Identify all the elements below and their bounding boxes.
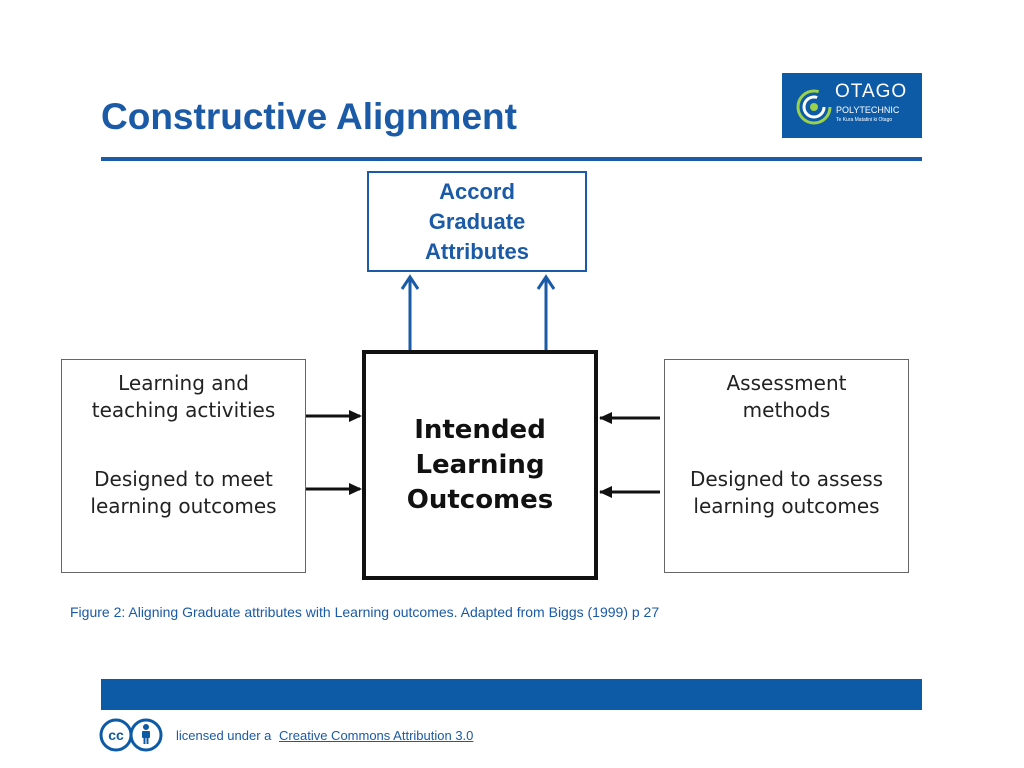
figure-caption: Figure 2: Aligning Graduate attributes w… bbox=[70, 604, 660, 620]
right-top-line-2: methods bbox=[742, 398, 831, 422]
arrowhead-left-bottom bbox=[349, 483, 362, 495]
arrowhead-right-top bbox=[599, 412, 612, 424]
accord-line-1: Accord bbox=[439, 178, 515, 204]
center-line-3: Outcomes bbox=[406, 484, 554, 515]
footer-bar bbox=[101, 679, 922, 710]
logo-subtitle: POLYTECHNIC bbox=[836, 105, 900, 115]
accord-line-3: Attributes bbox=[425, 238, 529, 264]
license-notice: licensed under a Creative Commons Attrib… bbox=[176, 728, 473, 743]
arrowhead-up-right bbox=[536, 274, 556, 290]
right-top-line-1: Assessment bbox=[726, 371, 847, 395]
intended-learning-outcomes-box: Intended Learning Outcomes bbox=[362, 350, 598, 580]
accord-graduate-attributes-box: Accord Graduate Attributes bbox=[367, 171, 587, 272]
arrowhead-left-top bbox=[349, 410, 362, 422]
svg-text:cc: cc bbox=[108, 727, 124, 743]
left-bottom-line-2: learning outcomes bbox=[90, 494, 277, 518]
left-top-line-2: teaching activities bbox=[91, 398, 276, 422]
right-bottom-line-2: learning outcomes bbox=[693, 494, 880, 518]
logo-name: OTAGO bbox=[835, 81, 908, 102]
arrowhead-right-bottom bbox=[599, 486, 612, 498]
creative-commons-by-icon: cc bbox=[99, 718, 163, 752]
slide-title: Constructive Alignment bbox=[101, 96, 517, 137]
license-text: licensed under a bbox=[176, 728, 272, 743]
logo-tagline: Te Kura Matatini ki Otago bbox=[836, 117, 893, 123]
license-link[interactable]: Creative Commons Attribution 3.0 bbox=[279, 728, 474, 743]
center-line-2: Learning bbox=[415, 449, 545, 480]
arrowhead-up-left bbox=[400, 274, 420, 290]
accord-line-2: Graduate bbox=[428, 208, 526, 234]
learning-activities-box: Learning and teaching activities Designe… bbox=[61, 359, 306, 573]
logo-ring-icon bbox=[796, 89, 832, 125]
title-divider bbox=[101, 157, 922, 161]
otago-polytechnic-logo: OTAGO POLYTECHNIC Te Kura Matatini ki Ot… bbox=[782, 73, 922, 138]
assessment-methods-box: Assessment methods Designed to assess le… bbox=[664, 359, 909, 573]
left-top-line-1: Learning and bbox=[118, 371, 249, 395]
left-bottom-line-1: Designed to meet bbox=[94, 467, 273, 491]
right-bottom-line-1: Designed to assess bbox=[689, 467, 884, 491]
center-line-1: Intended bbox=[414, 414, 546, 445]
